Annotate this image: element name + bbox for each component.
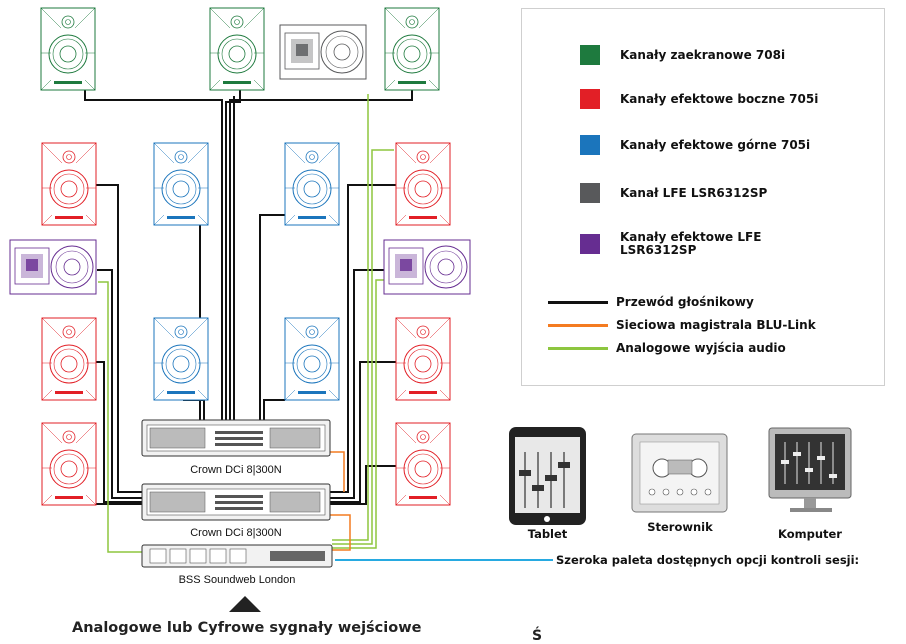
surround-sub-right (383, 239, 471, 295)
surround-sub-left (9, 239, 97, 295)
legend-item-screen: Kanały zaekranowe 708i (580, 45, 785, 65)
top-surround-right-2 (284, 317, 340, 401)
legend-item-side: Kanały efektowe boczne 705i (580, 89, 818, 109)
session-control-label: Szeroka paleta dostępnych opcji kontroli… (556, 553, 860, 567)
input-signals-label: Analogowe lub Cyfrowe sygnały wejściowe (72, 620, 422, 636)
processor-label: BSS Soundweb London (178, 574, 296, 586)
analog-wires (98, 94, 394, 553)
line-swatch-black (548, 300, 608, 304)
legend-item-lfe: Kanał LFE LSR6312SP (580, 183, 767, 203)
controller-icon (631, 433, 728, 513)
side-surround-left-1 (41, 142, 97, 226)
top-surround-left-2 (153, 317, 209, 401)
screen-speaker-center (209, 7, 265, 91)
swatch-green (580, 45, 600, 65)
top-surround-left-1 (153, 142, 209, 226)
line-swatch-orange (548, 323, 608, 327)
top-surround-right-1 (284, 142, 340, 226)
input-arrow-icon (229, 596, 261, 612)
screen-speaker-left (40, 7, 96, 91)
soundweb-processor (141, 544, 333, 568)
legend-item-lfe-surround: Kanały efektowe LFE LSR6312SP (580, 231, 790, 257)
swatch-red (580, 89, 600, 109)
legend-line-analog: Analogowe wyjścia audio (548, 341, 786, 355)
side-surround-left-2 (41, 317, 97, 401)
amplifier-2-label: Crown DCi 8|300N (190, 527, 282, 539)
legend-item-top: Kanały efektowe górne 705i (580, 135, 810, 155)
computer-icon (768, 427, 852, 512)
side-surround-right-3 (395, 422, 451, 506)
tablet-icon (509, 427, 586, 525)
side-surround-right-2 (395, 317, 451, 401)
swatch-blue (580, 135, 600, 155)
stray-character: Ś (532, 628, 543, 644)
side-surround-right-1 (395, 142, 451, 226)
amplifier-1-label: Crown DCi 8|300N (190, 464, 282, 476)
legend: Kanały zaekranowe 708i Kanały efektowe b… (521, 8, 885, 386)
screen-speaker-right (384, 7, 440, 91)
swatch-purple (580, 234, 600, 254)
blulink-wires (330, 451, 351, 551)
lfe-subwoofer (279, 24, 367, 80)
computer-label: Komputer (778, 527, 842, 541)
legend-line-speaker: Przewód głośnikowy (548, 295, 754, 309)
tablet-label: Tablet (527, 527, 568, 541)
legend-line-blulink: Sieciowa magistrala BLU-Link (548, 318, 816, 332)
amplifier-2 (141, 483, 331, 521)
swatch-gray (580, 183, 600, 203)
side-surround-left-3 (41, 422, 97, 506)
amplifier-1 (141, 419, 331, 457)
line-swatch-green (548, 346, 608, 350)
controller-label: Sterownik (647, 520, 713, 534)
